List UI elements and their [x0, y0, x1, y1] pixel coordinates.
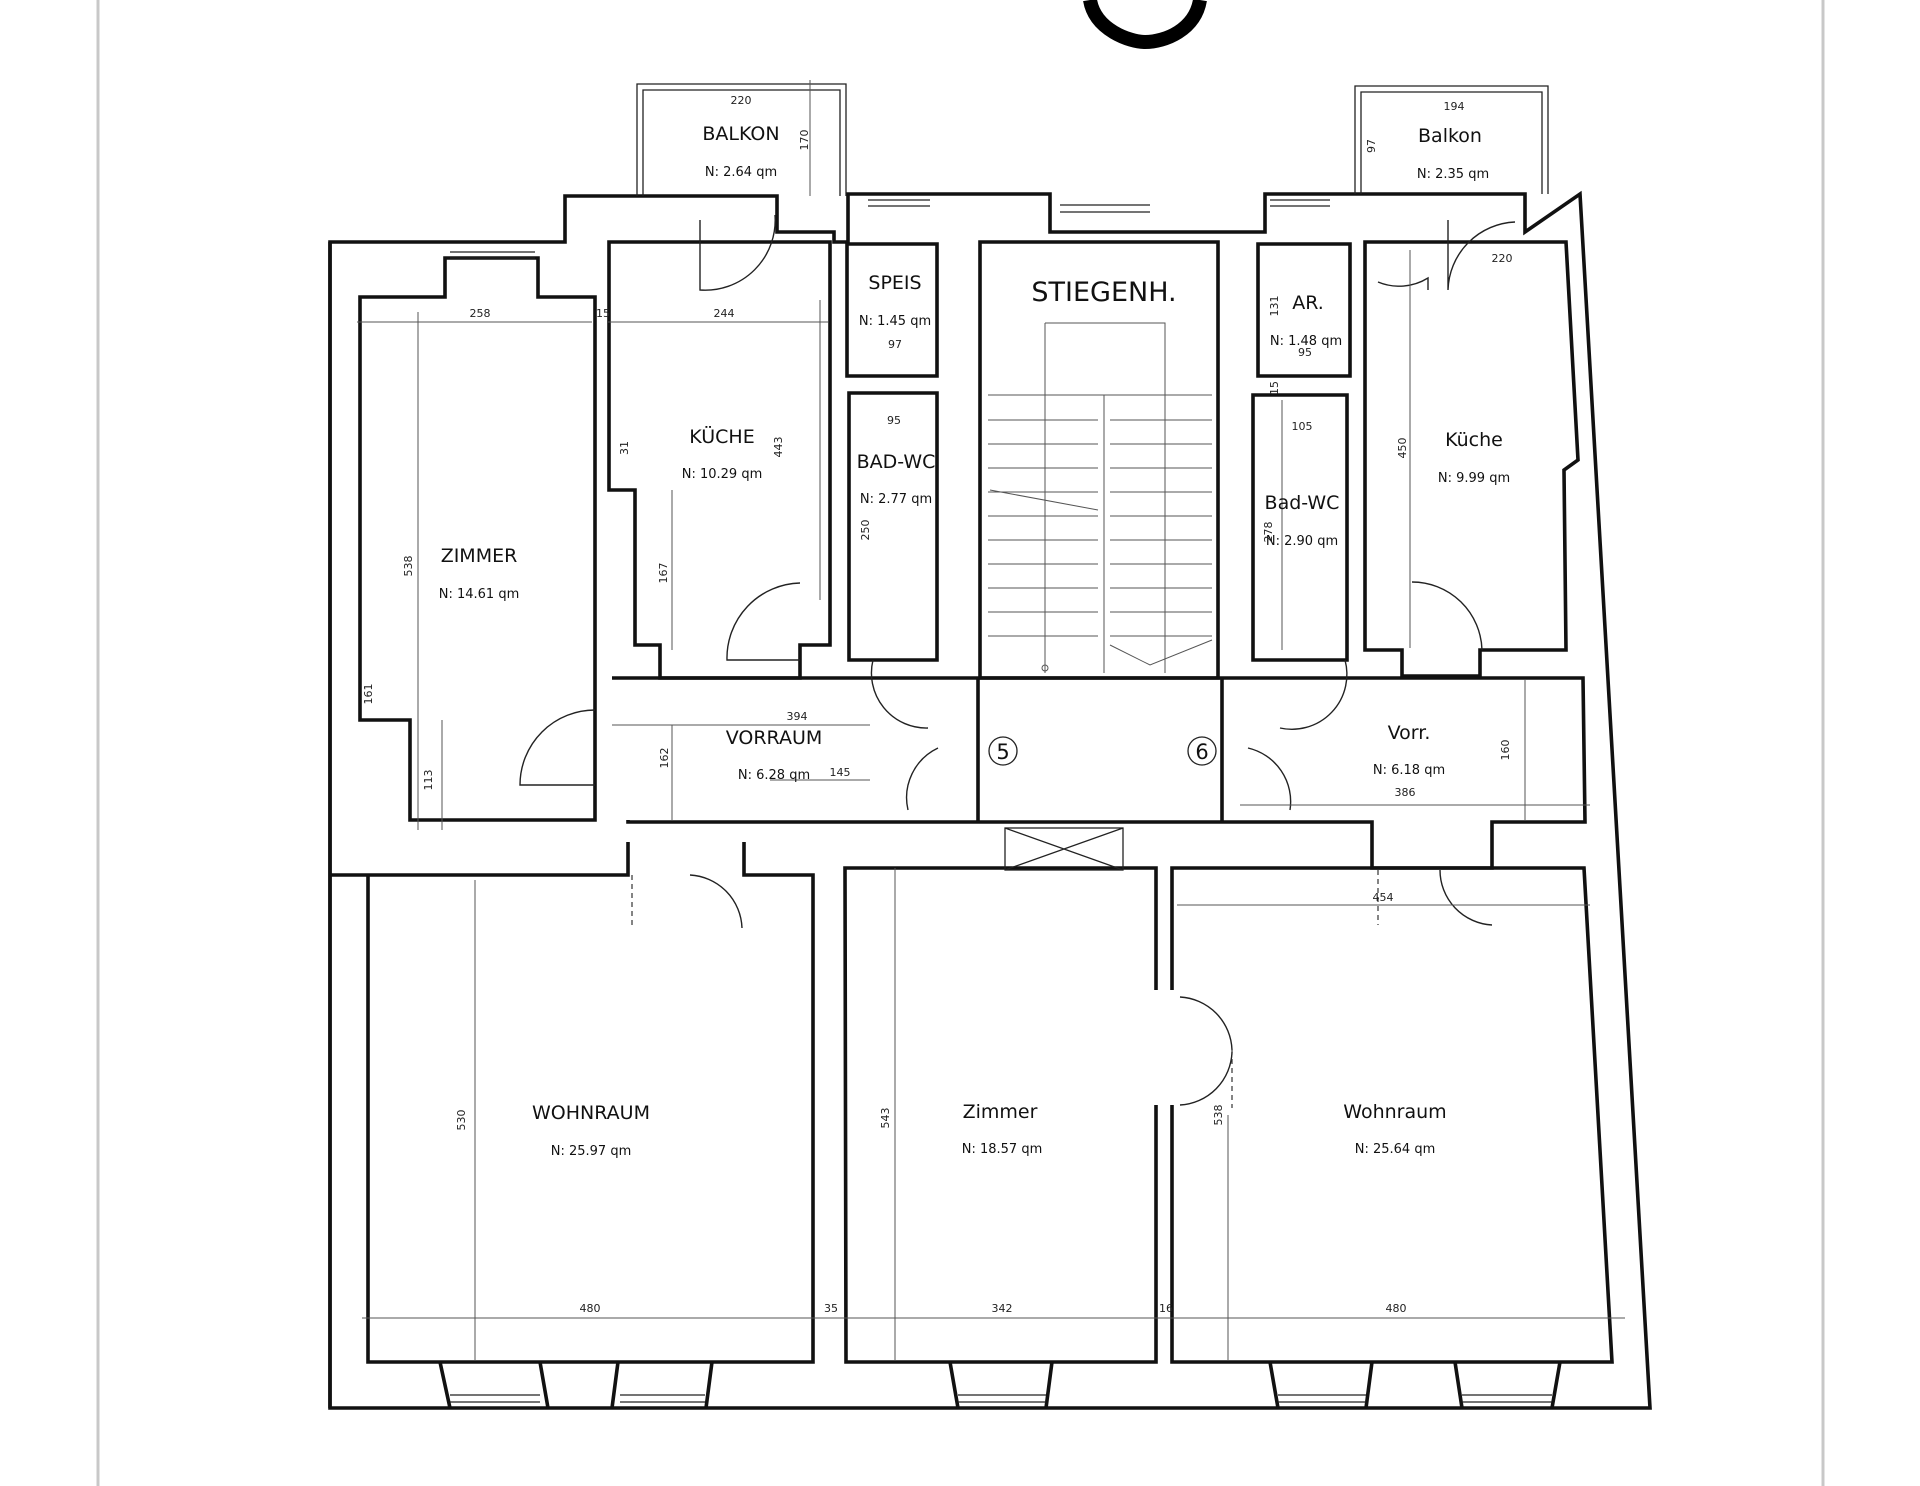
room-area-bad-wc-right: N: 2.90 qm	[1266, 534, 1338, 549]
room-area-vorr: N: 6.18 qm	[1373, 763, 1445, 778]
room-name-vorr: Vorr.	[1388, 722, 1431, 744]
dim-label: 220	[731, 94, 752, 107]
dim-label: 170	[798, 130, 811, 151]
dim-label: 35	[824, 1302, 838, 1315]
balconies	[636, 83, 1549, 196]
room-name-ar: AR.	[1292, 292, 1324, 314]
dim-label: 194	[1444, 100, 1465, 113]
dim-label: 342	[992, 1302, 1013, 1315]
dim-label: 97	[888, 338, 902, 351]
dim-label: 95	[1298, 346, 1312, 359]
dim-label: 480	[1386, 1302, 1407, 1315]
dim-label: 16	[1159, 1302, 1173, 1315]
room-area-bad-wc-left: N: 2.77 qm	[860, 492, 932, 507]
room-area-kueche-left: N: 10.29 qm	[682, 467, 763, 482]
dimension-numbers: 220 170 194 97 220 258 15 244 443 31 167…	[362, 94, 1513, 1315]
dim-label: 95	[887, 414, 901, 427]
dim-label: 145	[830, 766, 851, 779]
room-name-kueche-right: Küche	[1445, 429, 1503, 451]
dim-label: 160	[1499, 740, 1512, 761]
dim-label: 443	[772, 437, 785, 458]
unit-circle-6	[1187, 736, 1217, 766]
room-area-kueche-right: N: 9.99 qm	[1438, 471, 1510, 486]
room-area-balkon-right: N: 2.35 qm	[1417, 167, 1489, 182]
dim-label: 538	[1212, 1105, 1225, 1126]
room-area-balkon-left: N: 2.64 qm	[705, 165, 777, 180]
shaft-symbol	[1004, 827, 1124, 871]
room-name-speis: SPEIS	[868, 272, 921, 294]
dim-label: 278	[1262, 522, 1275, 543]
room-area-wohnraum-right: N: 25.64 qm	[1355, 1142, 1436, 1157]
room-name-zimmer-left: ZIMMER	[441, 545, 518, 567]
inner-walls	[330, 240, 1614, 1409]
dim-label: 97	[1365, 139, 1378, 153]
dim-label: 161	[362, 684, 375, 705]
room-name-wohnraum-right: Wohnraum	[1343, 1101, 1446, 1123]
room-area-wohnraum-left: N: 25.97 qm	[551, 1144, 632, 1159]
doors	[519, 214, 1516, 1108]
room-labels: STIEGENH. 5 6 BALKON N: 2.64 qm Balkon N…	[439, 123, 1510, 1159]
room-name-bad-wc-left: BAD-WC	[857, 451, 936, 473]
dim-label: 15	[1268, 381, 1281, 395]
room-area-vorraum: N: 6.28 qm	[738, 768, 810, 783]
room-name-balkon-right: Balkon	[1418, 125, 1482, 147]
staircase	[988, 322, 1213, 673]
page-number-fragment	[1083, 0, 1207, 50]
dim-label: 131	[1268, 296, 1281, 317]
unit-number-5: 5	[996, 740, 1009, 764]
outer-walls	[328, 190, 1652, 1410]
room-name-bad-wc-right: Bad-WC	[1265, 492, 1340, 514]
dim-label: 480	[580, 1302, 601, 1315]
dimension-lines	[357, 80, 1625, 1360]
dim-label: 386	[1395, 786, 1416, 799]
dim-label: 538	[402, 556, 415, 577]
dim-label: 105	[1292, 420, 1313, 433]
dim-label: 113	[422, 770, 435, 791]
dim-label: 31	[618, 441, 631, 455]
room-area-zimmer-left: N: 14.61 qm	[439, 587, 520, 602]
windows	[450, 199, 1552, 1403]
dim-label: 250	[859, 520, 872, 541]
unit-circle-5	[988, 736, 1018, 766]
dim-label: 543	[879, 1108, 892, 1129]
room-name-balkon-left: BALKON	[702, 123, 779, 145]
stair-label: STIEGENH.	[1031, 277, 1176, 308]
dim-label: 162	[658, 748, 671, 769]
room-area-speis: N: 1.45 qm	[859, 314, 931, 329]
unit-number-6: 6	[1195, 740, 1208, 764]
room-area-ar: N: 1.48 qm	[1270, 334, 1342, 349]
room-area-zimmer-mid: N: 18.57 qm	[962, 1142, 1043, 1157]
dim-label: 530	[455, 1110, 468, 1131]
dim-label: 394	[787, 710, 808, 723]
room-name-kueche-left: KÜCHE	[689, 425, 754, 448]
dim-label: 167	[657, 563, 670, 584]
dim-label: 244	[714, 307, 735, 320]
dim-label: 450	[1396, 438, 1409, 459]
dim-label: 454	[1373, 891, 1394, 904]
room-name-vorraum: VORRAUM	[726, 727, 823, 749]
room-name-wohnraum-left: WOHNRAUM	[532, 1102, 650, 1124]
dim-label: 220	[1492, 252, 1513, 265]
room-name-zimmer-mid: Zimmer	[963, 1101, 1038, 1123]
dim-label: 15	[596, 307, 610, 320]
dim-label: 258	[470, 307, 491, 320]
